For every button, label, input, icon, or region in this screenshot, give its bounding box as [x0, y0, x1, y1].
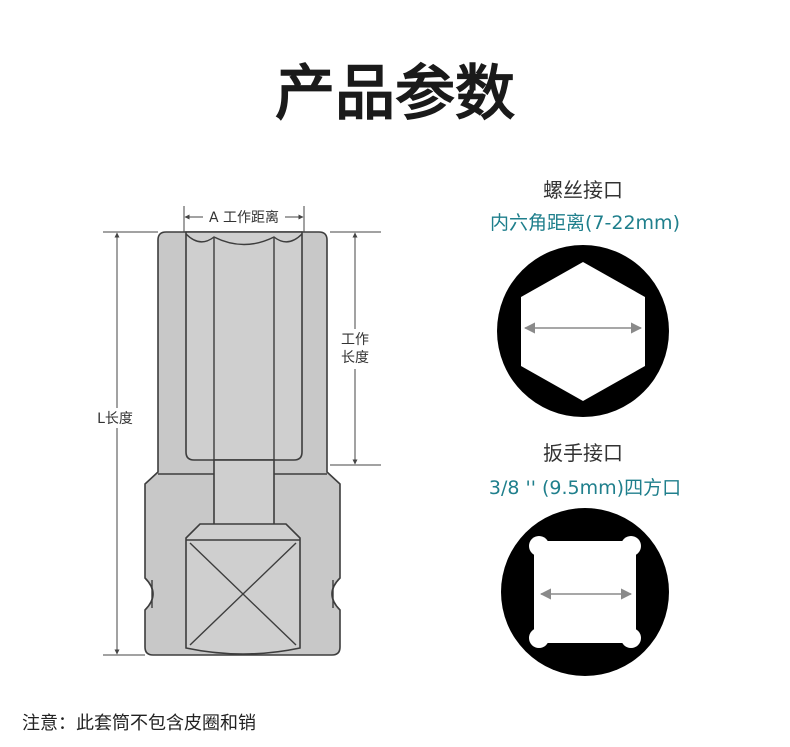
wrench-interface-label: 扳手接口 — [543, 441, 623, 465]
center-channel — [213, 459, 275, 527]
dim-l-label-bg — [94, 408, 138, 428]
wrench-interface: 扳手接口 3/8 '' (9.5mm)四方口 — [489, 441, 681, 676]
square-corner-relief-bl — [529, 628, 549, 648]
screw-interface: 螺丝接口 内六角距离(7-22mm) — [490, 178, 680, 417]
wrench-interface-spec: 3/8 '' (9.5mm)四方口 — [489, 477, 681, 499]
dimension-l: L长度 — [94, 231, 158, 656]
drive-cross-line-2 — [189, 542, 297, 646]
square-corner-relief-tl — [529, 536, 549, 556]
dim-l-label: L长度 — [97, 411, 133, 427]
dimension-working-length: 工作 长度 — [330, 231, 381, 466]
dim-work-label-bg — [336, 329, 374, 369]
square-corner-relief-br — [621, 628, 641, 648]
page-title: 产品参数 — [275, 59, 515, 129]
socket-cross-section — [144, 231, 341, 656]
square-drive-hole — [185, 523, 301, 655]
hex-bore — [185, 231, 303, 461]
dimension-a: A 工作距离 — [183, 206, 305, 232]
dim-work-label-line1: 工作 — [341, 332, 369, 348]
dim-a-label: A 工作距离 — [209, 209, 279, 226]
screw-interface-label: 螺丝接口 — [543, 178, 623, 202]
square-corner-relief-tr — [621, 536, 641, 556]
bore-flute-top — [185, 233, 303, 246]
footnote: 注意：此套筒不包含皮圈和销 — [22, 713, 256, 734]
screw-interface-spec: 内六角距离(7-22mm) — [490, 212, 680, 234]
dim-work-label-line2: 长度 — [341, 350, 369, 366]
square-shape — [534, 541, 636, 643]
dim-a-label-bg — [203, 207, 285, 227]
